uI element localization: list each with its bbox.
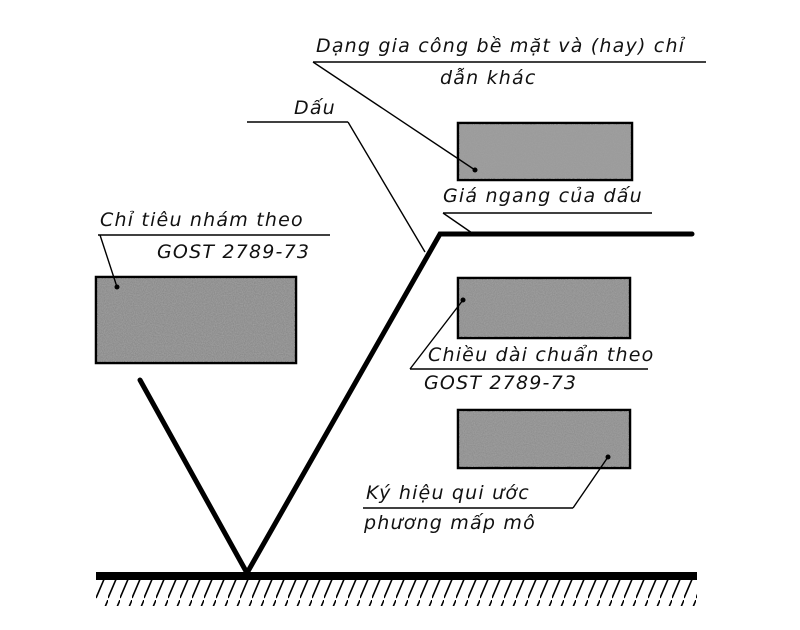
base-surface (96, 572, 697, 606)
machining-label-line1: Dạng gia công bề mặt và (hay) chỉ (316, 35, 686, 57)
roughness-label-line1: Chỉ tiêu nhám theo (100, 209, 304, 231)
machining-leader (312, 61, 476, 171)
machining-box (456, 121, 634, 182)
roughness-leader (99, 234, 118, 288)
sampling-leader (409, 299, 464, 370)
lay-direction-box (456, 408, 632, 470)
horizontal-leg-label: Giá ngang của dấu (443, 185, 643, 207)
leader-lines (98, 61, 706, 509)
roughness-sign (137, 231, 695, 576)
direction-label-line2: phương mấp mô (364, 512, 536, 534)
sign-short-leg (137, 377, 250, 576)
sign-label: Dấu (294, 97, 336, 119)
roughness-box (94, 275, 298, 365)
horizontal-leg-leader (442, 212, 473, 234)
direction-leader (572, 456, 609, 509)
roughness-label-line2: GOST 2789-73 (157, 241, 311, 263)
leader-dots (114, 167, 611, 460)
sampling-label-line2: GOST 2789-73 (424, 372, 578, 394)
sign-long-leg (244, 231, 695, 576)
sampling-label-line1: Chiều dài chuẩn theo (428, 344, 655, 366)
machining-label-line2: dẫn khác (440, 67, 537, 89)
sign-leader (347, 121, 426, 253)
sampling-length-box (456, 276, 632, 340)
direction-label-line1: Ký hiệu qui ước (366, 482, 530, 504)
